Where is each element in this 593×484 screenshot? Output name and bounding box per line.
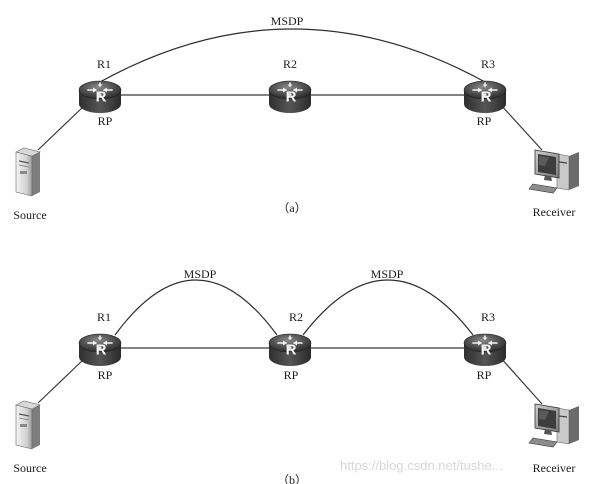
- router-r3-role: RP: [477, 114, 492, 128]
- router-r2: R: [268, 80, 312, 114]
- panel-a: MSDP R R1 RP R R2 R R3 RP Source Receive…: [13, 14, 580, 222]
- panel-b: MSDP MSDP R R1 RP R R2 RP R R3 RP Source…: [13, 267, 580, 484]
- source-label: Source: [13, 461, 46, 475]
- router-r2-role: RP: [284, 368, 299, 382]
- router-glyph: R: [286, 342, 297, 359]
- router-r1: R: [78, 80, 122, 114]
- msdp-arc-r2-r3: [302, 279, 474, 336]
- source-server-icon: [15, 147, 41, 197]
- router-glyph: R: [481, 89, 492, 106]
- msdp-arc-r1-r2: [114, 279, 278, 336]
- msdp-arc-r1-r3: [99, 28, 486, 83]
- router-r1-label: R1: [97, 310, 111, 324]
- msdp-right-label: MSDP: [371, 267, 404, 281]
- router-r1-role: RP: [98, 114, 113, 128]
- receiver-label: Receiver: [533, 461, 576, 475]
- link-r1-source: [37, 105, 85, 151]
- router-glyph: R: [481, 342, 492, 359]
- router-r1-label: R1: [97, 57, 111, 71]
- router-r3-label: R3: [481, 310, 495, 324]
- link-r3-receiver: [499, 356, 543, 405]
- router-r1-role: RP: [98, 368, 113, 382]
- router-glyph: R: [286, 89, 297, 106]
- msdp-label: MSDP: [271, 14, 304, 28]
- router-r3-role: RP: [477, 368, 492, 382]
- link-r1-source: [37, 358, 85, 404]
- msdp-left-label: MSDP: [184, 267, 217, 281]
- watermark: https://blog.csdn.net/tushe...: [340, 458, 503, 473]
- caption-b: （b）: [277, 473, 307, 484]
- router-r3: R: [463, 80, 507, 114]
- router-glyph: R: [96, 342, 107, 359]
- receiver-label: Receiver: [533, 205, 576, 219]
- router-r3: R: [463, 333, 507, 367]
- link-r3-receiver: [499, 103, 543, 151]
- router-r3-label: R3: [481, 57, 495, 71]
- source-label: Source: [13, 208, 46, 222]
- router-glyph: R: [96, 89, 107, 106]
- receiver-pc-icon: [528, 149, 580, 194]
- receiver-pc-icon: [528, 403, 580, 448]
- router-r2: R: [268, 333, 312, 367]
- caption-a: （a）: [277, 201, 306, 215]
- source-server-icon: [15, 400, 41, 450]
- router-r2-label: R2: [283, 57, 297, 71]
- router-r1: R: [78, 333, 122, 367]
- router-r2-label: R2: [289, 310, 303, 324]
